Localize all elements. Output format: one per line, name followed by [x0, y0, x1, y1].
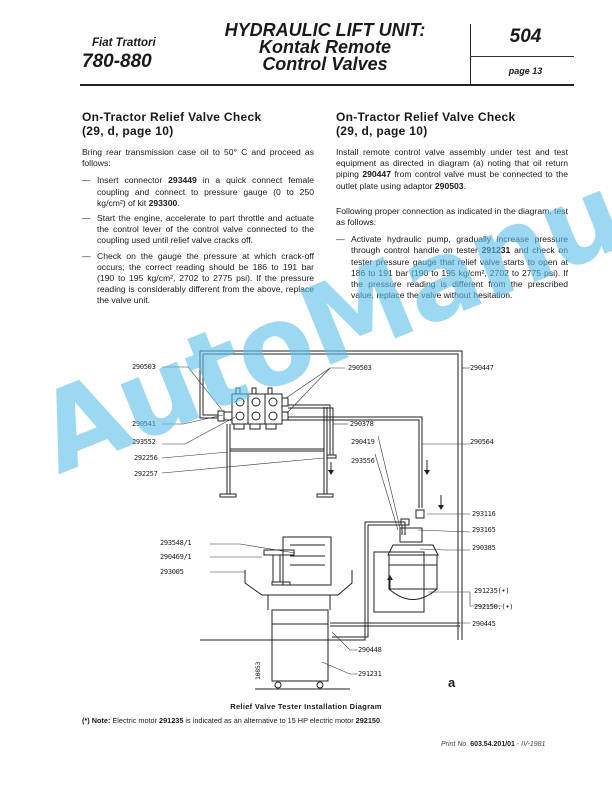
label-290469: 290469/1: [160, 553, 192, 561]
left-step-2: — Start the engine, accelerate to part th…: [82, 213, 314, 247]
step-text: Start the engine, accelerate to part thr…: [97, 213, 314, 246]
label-290503-right: 290503: [348, 364, 372, 372]
step-text: in a quick connect female coupling and c…: [97, 175, 314, 208]
dash-bullet: —: [82, 175, 91, 186]
left-steps: — Insert connector 293449 in a quick conn…: [82, 175, 314, 306]
part-number: 290447: [362, 169, 391, 180]
left-heading: On-Tractor Relief Valve Check (29, d, pa…: [82, 110, 314, 138]
label-290385: 290385: [472, 544, 496, 552]
label-293548: 293548/1: [160, 539, 192, 547]
part-number: 292150: [355, 716, 381, 725]
step-text: and check on tester pressure gauge that …: [351, 245, 568, 301]
step-text: Insert connector: [97, 175, 169, 186]
header-divider-mid: [470, 56, 574, 57]
page-number: page 13: [508, 66, 543, 76]
right-column: On-Tractor Relief Valve Check (29, d, pa…: [336, 110, 568, 305]
label-290419: 290419: [351, 438, 375, 446]
para-text: .: [463, 180, 466, 191]
header-rule: [80, 84, 574, 86]
figure-letter: a: [448, 675, 456, 690]
title-line-1: HYDRAULIC LIFT UNIT:: [224, 20, 426, 40]
label-293005: 293005: [160, 568, 184, 576]
label-293556: 293556: [351, 457, 375, 465]
label-293165: 293165: [472, 526, 496, 534]
part-number: 291231: [481, 245, 511, 256]
label-291231: 291231: [358, 670, 382, 678]
part-number: 290503: [434, 180, 464, 191]
label-292256: 292256: [134, 454, 158, 462]
dash-bullet: —: [82, 213, 91, 224]
left-step-1: — Insert connector 293449 in a quick conn…: [82, 175, 314, 209]
step-text: Activate hydraulic pump, gradually incre…: [351, 234, 568, 256]
note-text: Electric motor: [110, 716, 160, 725]
page-title: HYDRAULIC LIFT UNIT: Kontak Remote Contr…: [200, 20, 450, 74]
para-text: Install remote control valve assembly un…: [336, 147, 568, 180]
part-number: 293449: [168, 175, 197, 186]
label-290447: 290447: [470, 364, 494, 372]
right-para-2: Following proper connection as indicated…: [336, 205, 568, 228]
right-heading: On-Tractor Relief Valve Check (29, d, pa…: [336, 110, 568, 138]
label-292257: 292257: [134, 470, 158, 478]
right-heading-line-1: On-Tractor Relief Valve Check: [336, 110, 516, 124]
label-290378: 290378: [350, 420, 374, 428]
label-290541: 290541: [132, 420, 156, 428]
step-text: .: [177, 197, 180, 208]
part-number: 293300: [148, 197, 178, 208]
label-292150: 292150.(•): [474, 603, 514, 611]
print-date: - IV-1981: [514, 741, 546, 748]
right-steps: — Activate hydraulic pump, gradually incr…: [336, 234, 568, 301]
title-line-2: Kontak Remote: [258, 37, 392, 57]
print-label: Print No.: [441, 741, 471, 748]
note-label: Note:: [91, 716, 111, 725]
para-text: from control valve must be connected to …: [336, 169, 568, 191]
note-text: is indicated as an alternative to 15 HP …: [183, 716, 356, 725]
label-291235: 291235(•): [474, 587, 510, 595]
label-290448: 290448: [358, 646, 382, 654]
header-divider-vertical: [470, 24, 471, 86]
left-heading-line-2: (29, d, page 10): [82, 124, 174, 138]
drawing-number: 10853: [254, 661, 262, 680]
print-info: Print No. 603.54.201/01 - IV-1981: [441, 741, 545, 748]
label-290503-left: 290503: [132, 363, 156, 371]
diagram-drawing: [161, 350, 502, 690]
model-number: 780-880: [82, 51, 152, 72]
label-290564: 290564: [470, 438, 494, 446]
diagram-caption: Relief Valve Tester Installation Diagram: [230, 702, 382, 711]
part-number: 291235: [159, 716, 184, 725]
left-heading-line-1: On-Tractor Relief Valve Check: [82, 110, 262, 124]
dash-bullet: —: [336, 234, 345, 245]
left-step-3: — Check on the gauge the pressure at whic…: [82, 251, 314, 307]
dash-bullet: —: [82, 250, 91, 261]
right-para-1: Install remote control valve assembly un…: [336, 147, 568, 192]
right-step-1: — Activate hydraulic pump, gradually incr…: [336, 234, 568, 301]
step-text: Check on the gauge the pressure at which…: [97, 250, 314, 306]
print-number: 603.54.201/01: [470, 741, 515, 748]
label-293552: 293552: [132, 438, 156, 446]
footnote: (*) Note: Electric motor 291235 is indic…: [82, 716, 382, 725]
label-293116: 293116: [472, 510, 496, 518]
installation-diagram: 290503 290503 290447 290541 293552 29225…: [0, 340, 612, 700]
title-line-3: Control Valves: [262, 54, 388, 74]
right-heading-line-2: (29, d, page 10): [336, 124, 428, 138]
left-intro: Bring rear transmission case oil to 50° …: [82, 147, 314, 169]
note-marker: (*): [82, 716, 92, 725]
section-number: 504: [509, 26, 542, 47]
brand-name: Fiat Trattori: [92, 37, 156, 49]
left-column: On-Tractor Relief Valve Check (29, d, pa…: [82, 110, 314, 311]
note-text: .: [380, 716, 383, 725]
label-290445: 290445: [472, 620, 496, 628]
